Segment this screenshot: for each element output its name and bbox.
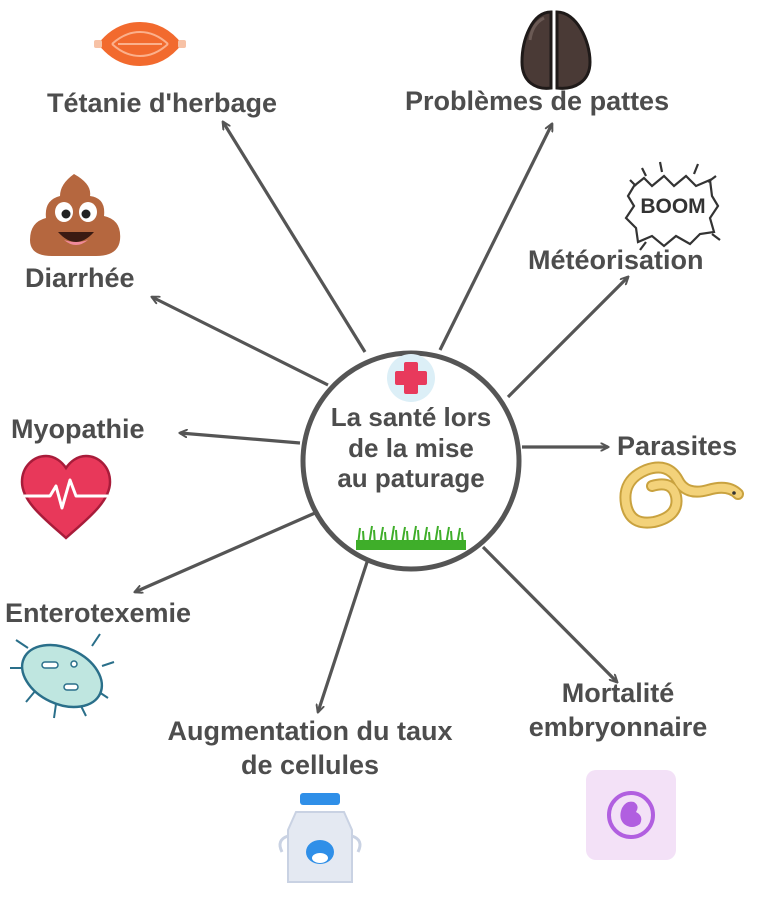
arrow-cellules (318, 552, 372, 712)
worm-icon (619, 461, 744, 529)
label-diarrhee: Diarrhée (25, 263, 135, 293)
poop-icon (30, 174, 121, 256)
label-mortalite: Mortalité embryonnaire (498, 677, 738, 745)
boom-text: BOOM (640, 195, 705, 218)
heart-ecg-icon (20, 454, 112, 540)
bacteria-icon (10, 633, 115, 719)
label-parasites: Parasites (617, 431, 738, 461)
label-cellules: Augmentation du taux de cellules (140, 715, 480, 783)
label-pattes: Problèmes de pattes (405, 86, 670, 116)
label-tetanie: Tétanie d'herbage (47, 88, 277, 118)
arrow-pattes (438, 124, 554, 351)
arrow-diarrhee (152, 295, 329, 387)
arrow-tetanie (223, 122, 367, 353)
hub-title-line-2: de la mise (348, 432, 474, 463)
label-cellules-line-1: Augmentation du taux (167, 716, 453, 746)
milk-can-icon (278, 793, 362, 883)
label-mortalite-line-1: Mortalité (561, 678, 675, 708)
boom-icon: BOOM (624, 161, 721, 251)
hub-title-line-3: au paturage (337, 463, 485, 494)
hub-title-line-1: La santé lors (330, 402, 492, 432)
arrows (135, 122, 628, 712)
label-myopathie: Myopathie (11, 414, 145, 444)
arrow-mortalite (481, 545, 617, 682)
hub-circle (300, 350, 522, 572)
hub-title: La santé lors de la mise au paturage (300, 402, 522, 494)
label-cellules-line-2: de cellules (240, 749, 380, 780)
medical-cross-icon (387, 354, 435, 402)
label-mortalite-line-2: embryonnaire (528, 711, 708, 742)
label-enterotexemie: Enterotexemie (5, 598, 192, 628)
arrow-meteorisation (506, 277, 628, 399)
arrow-myopathie (180, 433, 301, 445)
muscle-icon (94, 22, 186, 66)
grass-icon (356, 525, 466, 550)
hoof-icon (520, 10, 592, 90)
embryo-icon (586, 770, 676, 860)
label-meteorisation: Météorisation (528, 245, 704, 275)
arrow-enterotexemie (135, 511, 316, 592)
